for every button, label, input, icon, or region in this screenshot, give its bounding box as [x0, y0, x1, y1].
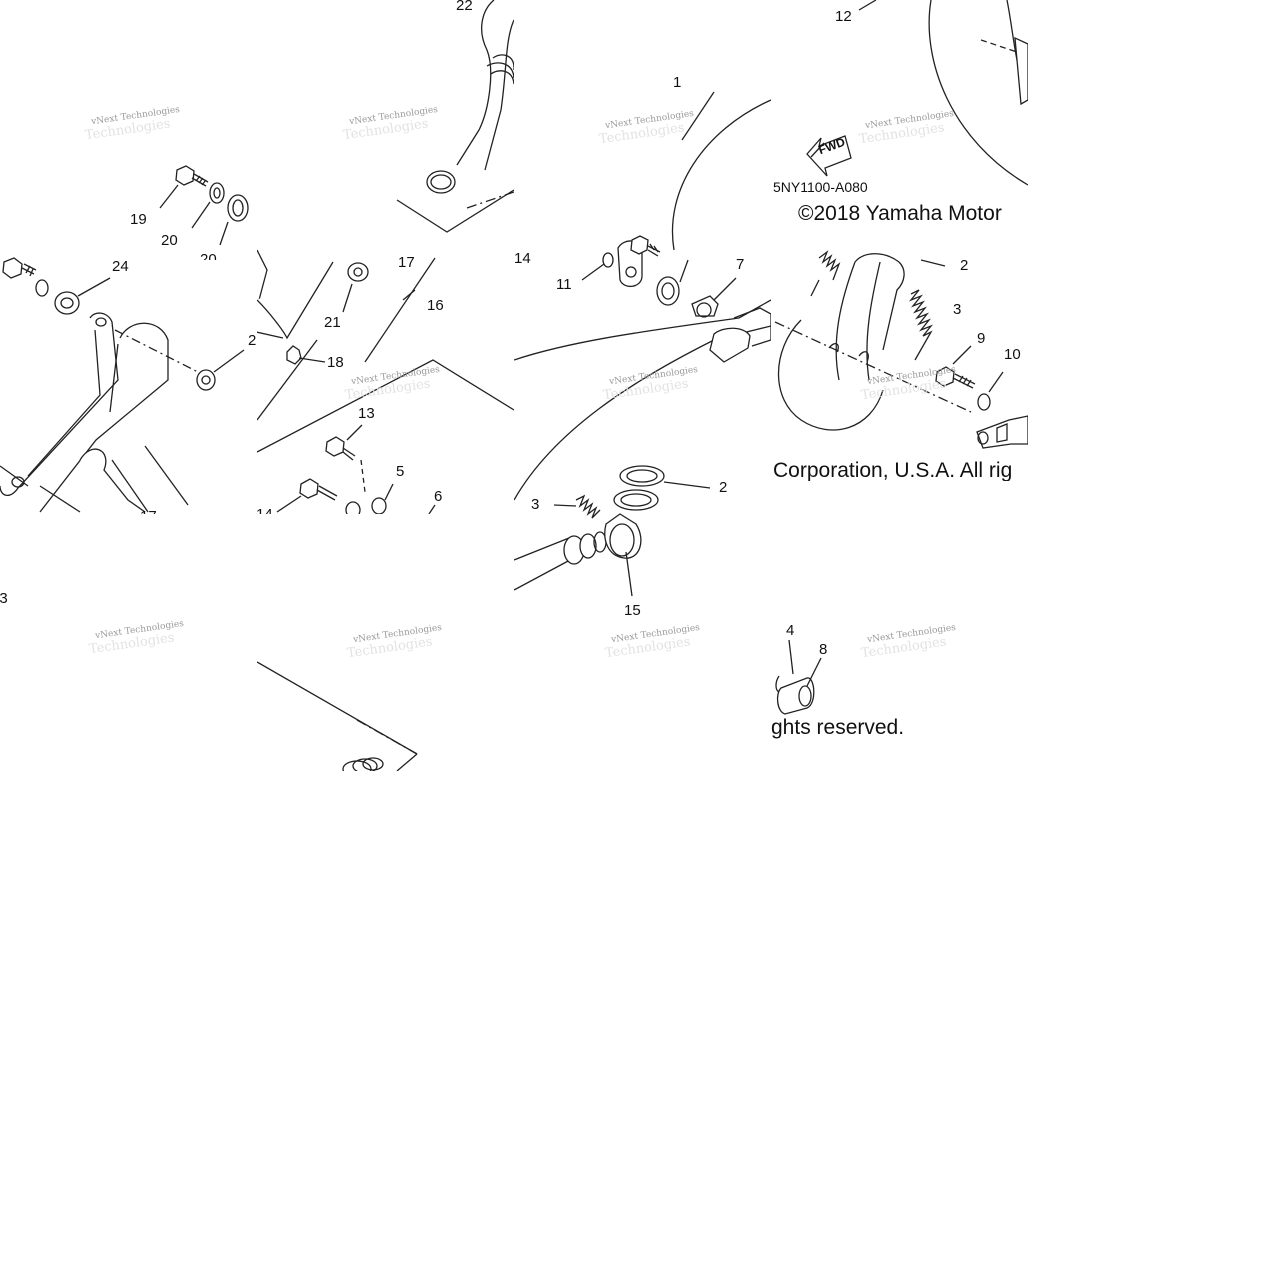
diagram-tile-a: [0, 0, 257, 514]
fwd-arrow-icon: [806, 135, 852, 177]
callout-15: 15: [624, 602, 641, 619]
diagram-tile-d: [771, 0, 1028, 514]
callout-20b: 20: [200, 252, 217, 260]
diagram-tile-b: [257, 0, 514, 514]
callout-18: 18: [327, 354, 344, 371]
copyright-line-1: ©2018 Yamaha Motor: [798, 202, 1002, 225]
callout-3b: 3: [531, 496, 540, 513]
callout-24: 24: [112, 258, 129, 275]
callout-7: 7: [736, 256, 745, 273]
callout-1: 1: [673, 74, 682, 91]
callout-5: 5: [396, 463, 405, 480]
callout-16: 16: [427, 297, 444, 314]
callout-23: 23: [0, 590, 8, 607]
callout-2b: 2: [719, 479, 728, 496]
callout-2c: 2: [248, 333, 257, 348]
callout-9: 9: [977, 330, 986, 347]
callout-17b: 17: [140, 509, 157, 514]
bolt-part: [175, 165, 209, 187]
callout-21: 21: [324, 314, 341, 331]
callout-11: 11: [556, 276, 572, 293]
callout-6: 6: [434, 488, 443, 505]
callout-10: 10: [1004, 346, 1021, 363]
callout-2a: 2: [960, 257, 969, 274]
copyright-line-3: ghts reserved.: [771, 716, 905, 739]
callout-12: 12: [835, 8, 852, 25]
callout-19: 19: [130, 211, 147, 228]
diagram-tile-c: [514, 0, 771, 771]
callout-17a: 17: [398, 254, 415, 271]
callout-8: 8: [819, 641, 828, 658]
diagram-code: 5NY1100-A080: [773, 179, 868, 195]
callout-4: 4: [786, 622, 795, 639]
callout-20: 20: [161, 232, 178, 249]
callout-14a: 14: [256, 507, 273, 514]
callout-14b: 14: [514, 250, 531, 267]
diagram-tile-f: [771, 514, 1028, 771]
copyright-line-2: Corporation, U.S.A. All rig: [773, 460, 1013, 481]
diagram-tile-e: [257, 514, 514, 771]
callout-3a: 3: [953, 301, 962, 318]
callout-13: 13: [358, 405, 375, 422]
callout-22: 22: [456, 0, 473, 14]
